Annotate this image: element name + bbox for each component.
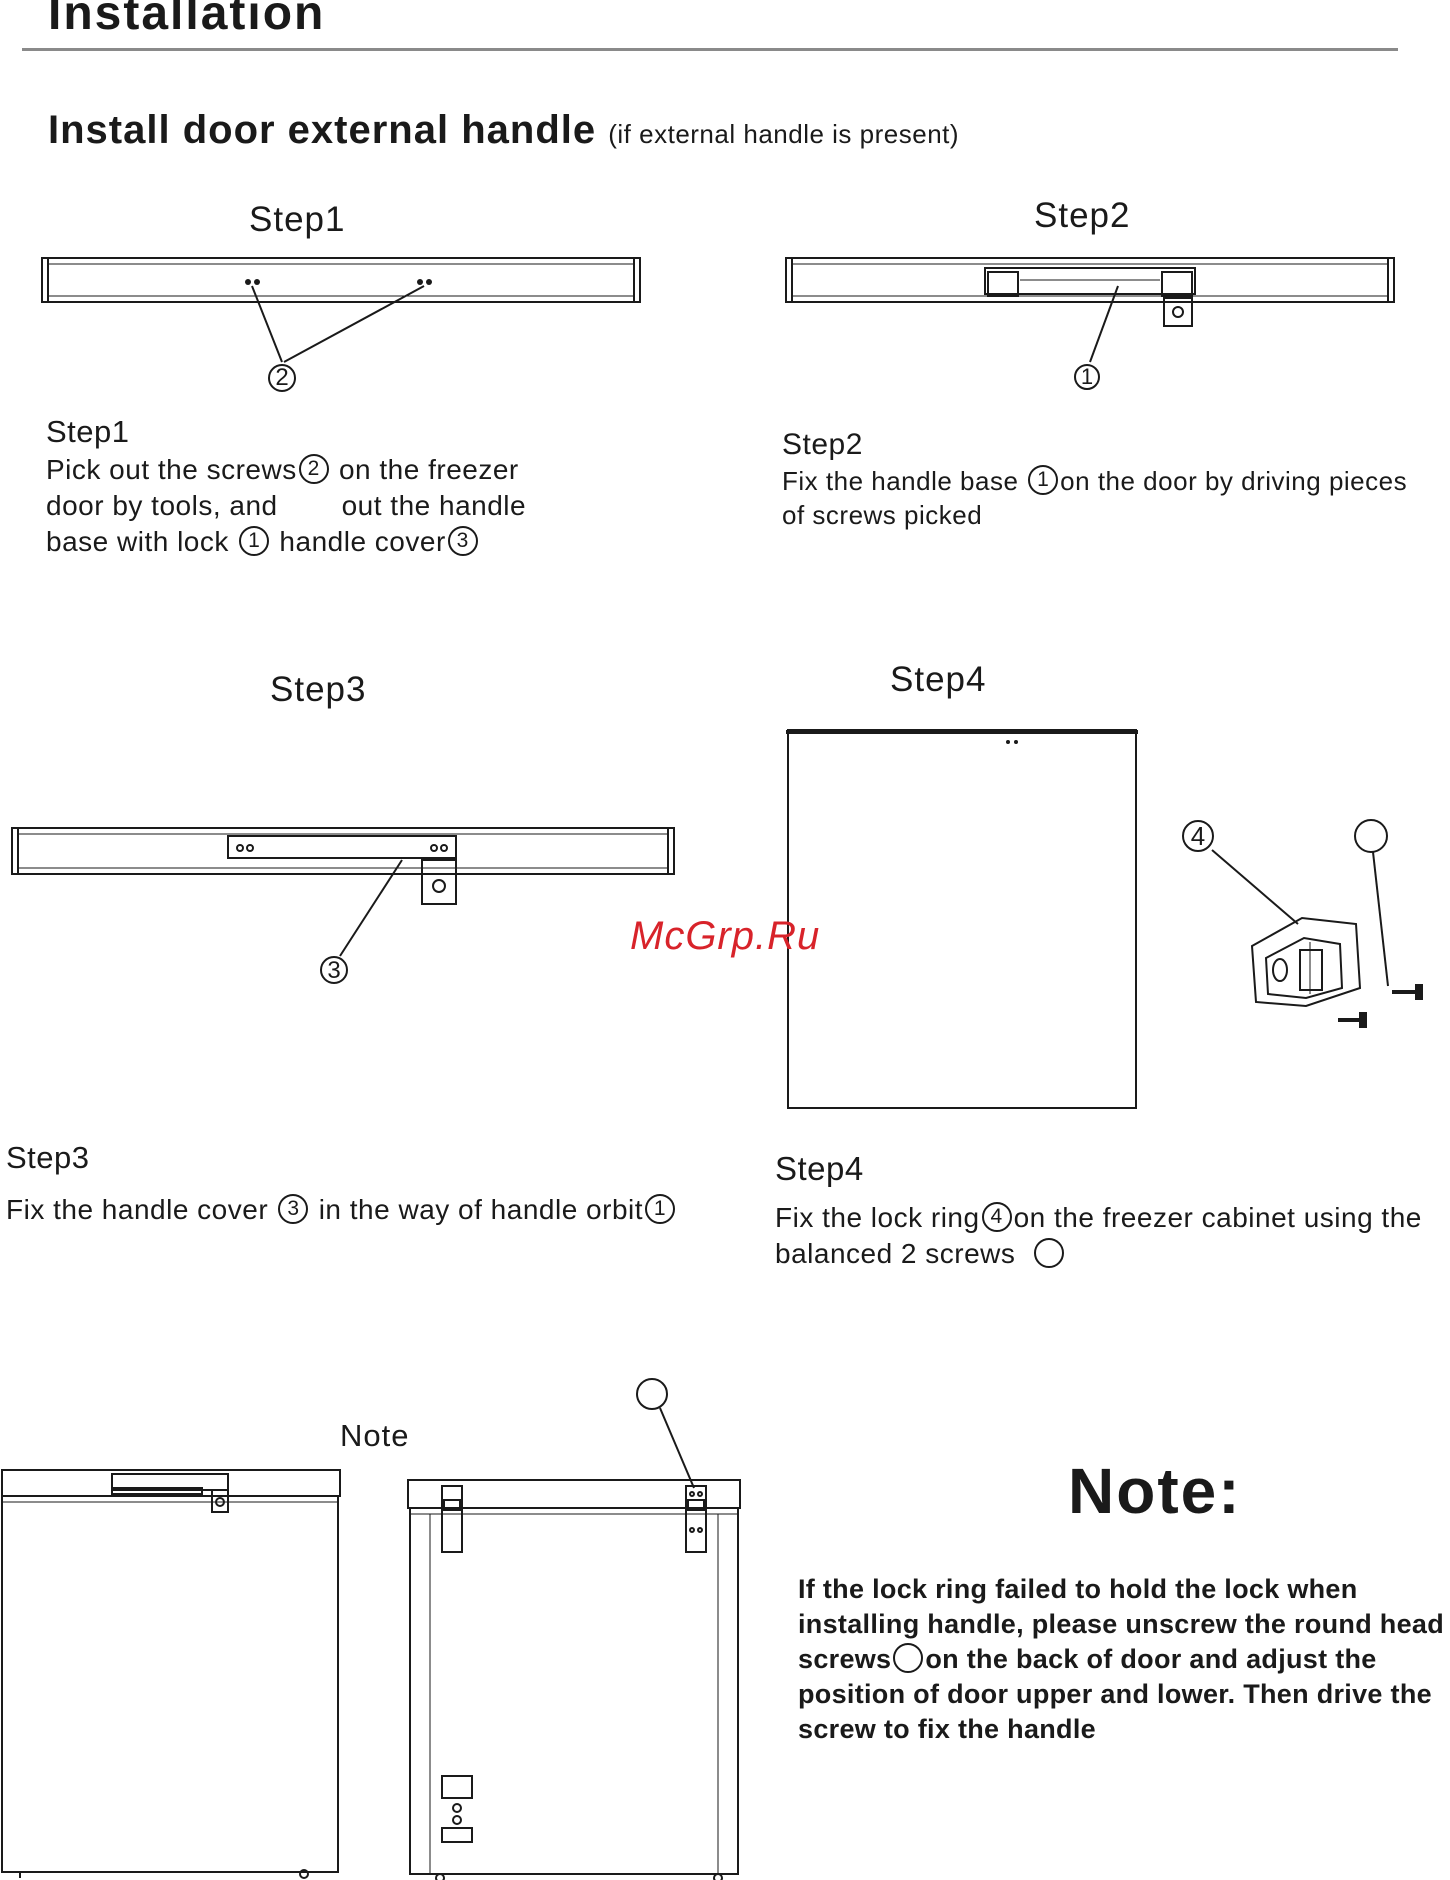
note-freezer-front bbox=[1, 1469, 341, 1879]
step4-line2: balanced 2 screws bbox=[775, 1236, 1422, 1272]
note-line3: screws on the back of door and adjust the bbox=[798, 1642, 1444, 1677]
step4-callout-number: 4 bbox=[1190, 821, 1206, 851]
step3-label: Step3 bbox=[6, 1140, 90, 1175]
step1-screws bbox=[245, 279, 432, 285]
step1-callout-number: 2 bbox=[275, 364, 289, 391]
step4-door-screws bbox=[1006, 740, 1018, 744]
step4-callout-circle-4 bbox=[1182, 820, 1214, 852]
note-leader bbox=[659, 1407, 695, 1489]
section-title-text: Install door external handle bbox=[48, 108, 597, 152]
step4-leader-4 bbox=[1211, 849, 1299, 925]
step4-line1-b: on the freezer cabinet using the bbox=[1013, 1202, 1422, 1233]
note-line3-a: screws bbox=[798, 1644, 892, 1674]
step4-callout-circle-screw bbox=[1354, 819, 1388, 853]
step2-callout-circle bbox=[1074, 364, 1100, 390]
step4-line1-marker: 4 bbox=[981, 1201, 1012, 1232]
step2-line1-b: on the door by driving pieces bbox=[1060, 466, 1408, 496]
step4-label: Step4 bbox=[775, 1150, 864, 1187]
page-title: Installation bbox=[48, 0, 326, 40]
step3-callout-circle bbox=[320, 956, 348, 984]
note-heading: Note: bbox=[1068, 1455, 1242, 1527]
note-freezer-back bbox=[407, 1479, 741, 1880]
step2-callout-number: 1 bbox=[1080, 364, 1094, 389]
step3-line1-marker1: 3 bbox=[278, 1193, 309, 1224]
note-line3-marker-empty bbox=[893, 1642, 924, 1673]
step1-line1-b: on the freezer bbox=[330, 454, 519, 485]
note-line1: If the lock ring failed to hold the lock… bbox=[798, 1574, 1358, 1604]
step4-lock-ring bbox=[1250, 916, 1362, 1008]
step2-heading: Step2 bbox=[1034, 196, 1131, 235]
step1-line2-a: door by tools, and bbox=[46, 490, 278, 521]
note-line5: screw to fix the handle bbox=[798, 1714, 1096, 1744]
step2-leader bbox=[1089, 285, 1119, 363]
note-line2: installing handle, please unscrew the ro… bbox=[798, 1609, 1445, 1639]
step1-line3-marker1: 1 bbox=[239, 525, 270, 556]
step3-callout-number: 3 bbox=[327, 957, 341, 984]
step2-line2: of screws picked bbox=[782, 500, 983, 531]
step4-line1-a: Fix the lock ring bbox=[775, 1202, 980, 1233]
section-subtitle: (if external handle is present) bbox=[608, 119, 960, 149]
step3-handle-bar bbox=[11, 827, 675, 875]
step2-handle-base bbox=[984, 267, 1196, 327]
note-body: If the lock ring failed to hold the lock… bbox=[798, 1572, 1444, 1747]
title-rule bbox=[22, 48, 1398, 51]
step1-callout-circle bbox=[268, 364, 296, 392]
step1-leader-b bbox=[283, 285, 425, 363]
step3-line1-marker2: 1 bbox=[645, 1193, 676, 1224]
step1-label: Step1 bbox=[46, 414, 130, 449]
step4-heading: Step4 bbox=[890, 660, 987, 699]
step2-handle-bar bbox=[785, 257, 1395, 303]
step4-leader-screw bbox=[1372, 851, 1389, 987]
step1-leader-a bbox=[251, 285, 283, 363]
step1-line1-marker: 2 bbox=[298, 453, 329, 484]
step3-heading: Step3 bbox=[270, 670, 367, 709]
note-callout-circle bbox=[636, 1378, 668, 1410]
step3-line1-b: in the way of handle orbit bbox=[310, 1194, 644, 1225]
note-line4: position of door upper and lower. Then d… bbox=[798, 1679, 1432, 1709]
step1-line2-b: out the handle bbox=[341, 490, 527, 521]
step1-line1-a: Pick out the screws bbox=[46, 454, 297, 485]
watermark-text: McGrp.Ru bbox=[630, 914, 821, 958]
step1-handle-bar bbox=[41, 257, 641, 303]
step1-line3-b: handle cover bbox=[271, 526, 446, 557]
step1-heading: Step1 bbox=[249, 200, 346, 239]
step2-line1-marker: 1 bbox=[1028, 465, 1059, 496]
step1-line3-a: base with lock bbox=[46, 526, 229, 557]
step2-label: Step2 bbox=[782, 428, 863, 461]
step4-screws bbox=[1338, 984, 1423, 1028]
step3-leader bbox=[339, 859, 403, 957]
step3-line1: Fix the handle cover 3 in the way of han… bbox=[6, 1192, 677, 1228]
step2-line1-a: Fix the handle base bbox=[782, 466, 1019, 496]
step3-text: Step3 Fix the handle cover 3 in the way … bbox=[6, 1138, 677, 1228]
step3-line1-a: Fix the handle cover bbox=[6, 1194, 269, 1225]
step4-line2-a: balanced 2 screws bbox=[775, 1238, 1016, 1269]
step3-handle-cover bbox=[227, 835, 457, 905]
note-figure-label: Note bbox=[340, 1418, 410, 1453]
step1-line3-marker2: 3 bbox=[447, 525, 478, 556]
step4-freezer-door bbox=[786, 729, 1138, 1109]
step1-line2: door by tools, and out the handle bbox=[46, 488, 526, 524]
note-line3-b: on the back of door and adjust the bbox=[925, 1644, 1377, 1674]
step4-line2-marker-empty bbox=[1033, 1237, 1064, 1268]
section-title: Install door external handle (if externa… bbox=[48, 108, 959, 153]
